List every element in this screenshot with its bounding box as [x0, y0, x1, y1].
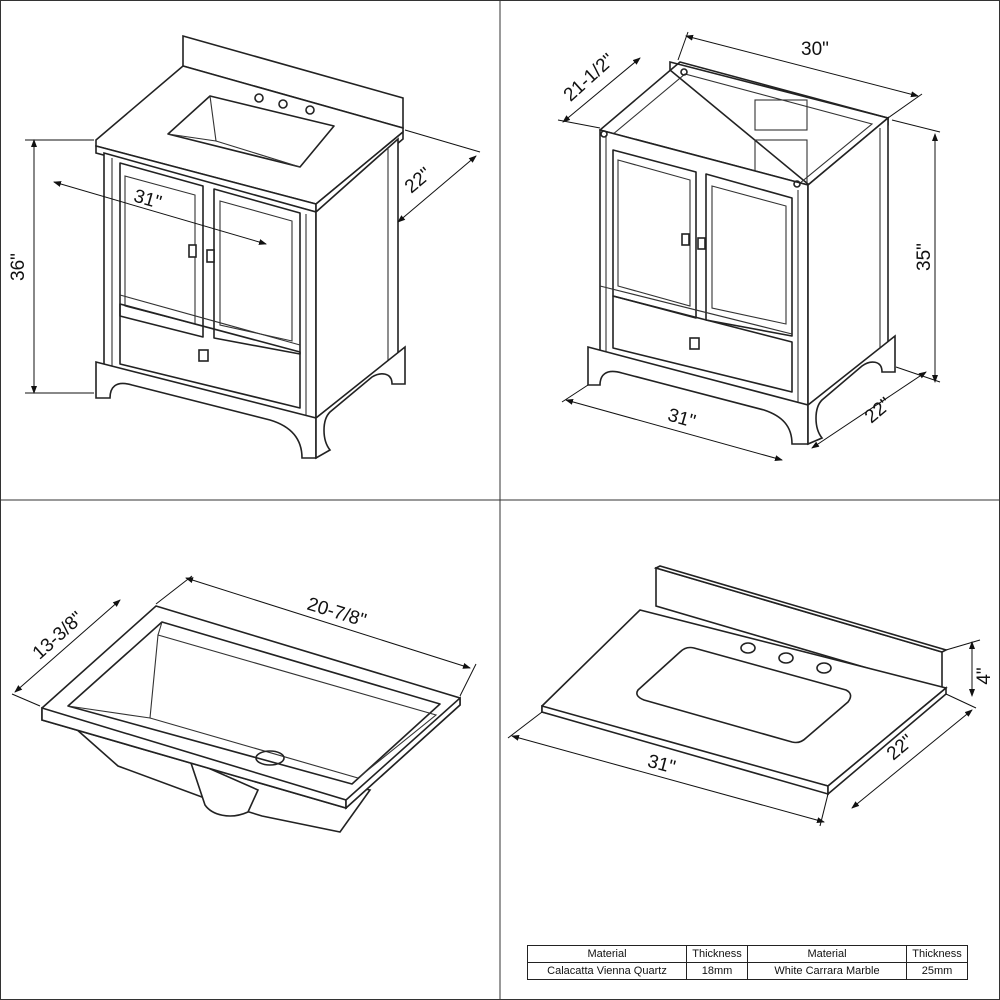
spec-header-material-1: Material [527, 945, 687, 963]
spec-thickness-1: 18mm [686, 962, 748, 980]
top-backsplash-label: 4" [974, 667, 995, 684]
spec-header-thickness-2: Thickness [906, 945, 968, 963]
vanity-drawing [25, 34, 481, 460]
spec-data-row: Calacatta Vienna Quartz 18mm White Carra… [527, 962, 968, 980]
sink-drawing [11, 575, 477, 833]
cabinet-height-label: 35" [914, 243, 935, 271]
spec-header-row: Material Thickness Material Thickness [527, 945, 968, 963]
spec-thickness-2: 25mm [906, 962, 968, 980]
spec-header-material-2: Material [747, 945, 907, 963]
spec-material-2: White Carrara Marble [747, 962, 907, 980]
cabinet-top-width-label: 30" [801, 39, 829, 60]
spec-material-1: Calacatta Vienna Quartz [527, 962, 687, 980]
cabinet-depth-label: 22" [861, 394, 896, 428]
countertop-drawing [507, 565, 981, 827]
spec-header-thickness-1: Thickness [686, 945, 748, 963]
vanity-depth-label: 22" [401, 164, 436, 198]
material-spec-table: Material Thickness Material Thickness Ca… [527, 945, 968, 980]
cabinet-top-depth-label: 21-1/2" [560, 50, 619, 106]
cabinet-drawing [557, 31, 941, 462]
vanity-height-label: 36" [8, 253, 29, 281]
